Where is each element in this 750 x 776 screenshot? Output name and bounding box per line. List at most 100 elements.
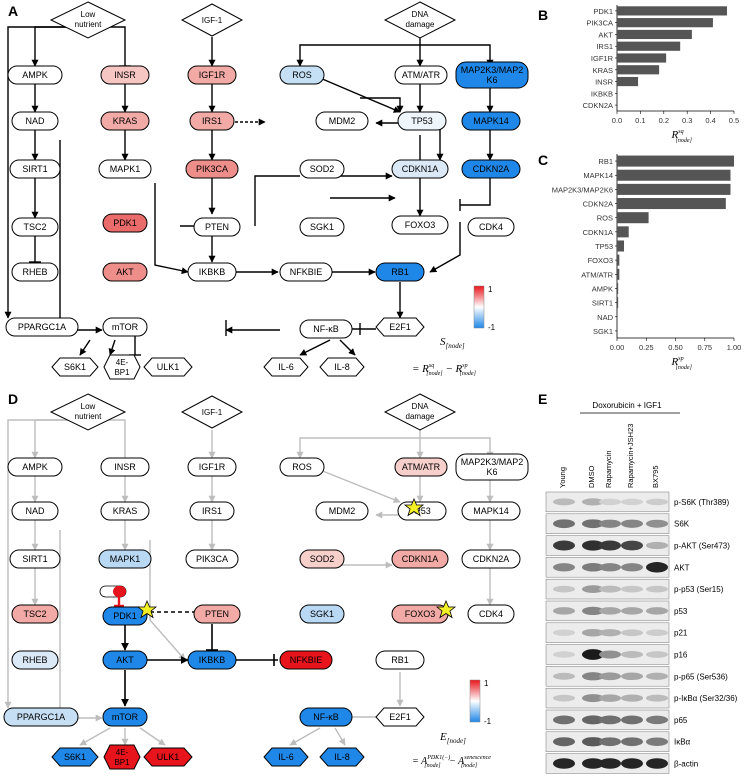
node-d-atm-atr-label: ATM/ATR	[402, 462, 441, 472]
node-d-nfkbie-label: NFKBIE	[290, 655, 323, 665]
tick-label: CDKN2A	[583, 101, 613, 110]
node-d-map2k3-line2: K6	[486, 467, 497, 477]
node-sod2	[299, 159, 345, 179]
node-nad-label: NAD	[25, 116, 45, 126]
blot-band	[646, 651, 668, 658]
node-sod2-label: SOD2	[310, 164, 335, 174]
node-d-sirt1	[9, 549, 61, 569]
node-sirt1	[9, 159, 61, 179]
blot-band	[553, 519, 575, 529]
blot-band	[621, 585, 643, 593]
blot-band	[646, 541, 668, 550]
protein-label: p16	[674, 651, 688, 660]
blot-band	[621, 672, 643, 681]
blot-band	[621, 629, 643, 637]
blot-band	[646, 607, 668, 615]
node-d-4ebp1-line2: BP1	[114, 758, 130, 767]
blot-band	[553, 540, 575, 551]
tick-label: MAP2K3/MAP2K6	[552, 185, 613, 194]
tick-label: CDKN2A	[583, 200, 613, 209]
tick-label: CDKN1A	[583, 228, 613, 237]
legend-d-title: E[node]	[439, 731, 466, 745]
network-d-nodes: Low nutrient IGF-1 DNA damage AMPK INSR …	[3, 393, 529, 770]
node-il6	[263, 357, 309, 377]
node-mapk14-label: MAPK14	[473, 116, 509, 126]
protein-label: p-S6K (Thr389)	[674, 498, 729, 507]
node-ikbkb-label: IKBKB	[199, 267, 226, 277]
blot-band	[553, 563, 575, 572]
node-d-cdkn1a	[391, 549, 449, 569]
node-d-cdkn2a	[461, 549, 521, 569]
node-d-rb1	[375, 650, 425, 670]
tick-label: 0.2	[659, 116, 669, 125]
legend-d-equation: = APDK1(−)[node] − Asenescence[node]	[412, 754, 491, 769]
bar	[617, 297, 619, 309]
node-d-pten	[193, 604, 241, 624]
input-dna-damage-line1: DNA	[412, 10, 430, 19]
node-foxo3-label: FOXO3	[405, 220, 436, 230]
node-sirt1-label: SIRT1	[22, 164, 47, 174]
node-atm-atr	[394, 65, 448, 85]
node-d-mtor	[102, 707, 148, 727]
node-d-nad	[11, 501, 59, 521]
blot-band	[582, 694, 604, 703]
input-igf1-label: IGF-1	[202, 16, 223, 25]
input-low-nutrient-line1: Low	[81, 10, 96, 19]
node-tp53-label: TP53	[411, 116, 433, 126]
tick-label: 0.1	[635, 116, 645, 125]
blot-band	[553, 694, 575, 702]
node-nad	[11, 111, 59, 131]
node-akt	[102, 262, 148, 282]
panel-a: A	[4, 1, 529, 380]
protein-label: β-actin	[674, 760, 698, 769]
node-d-sgk1	[299, 604, 345, 624]
node-d-il6-label: IL-6	[278, 752, 294, 762]
blot-band	[646, 758, 668, 769]
node-d-4ebp1	[103, 744, 141, 770]
tick-label: 0.25	[639, 343, 654, 352]
blot-band	[599, 758, 621, 769]
blot-band	[553, 629, 575, 636]
node-d-tp53-label: TP53	[409, 506, 431, 516]
lane-label: Young	[558, 467, 567, 488]
node-pten-label: PTEN	[205, 222, 229, 232]
node-ulk1	[143, 357, 193, 377]
blot-band	[621, 651, 643, 658]
node-d-insr-label: INSR	[114, 462, 136, 472]
tick-label: IKBKB	[591, 89, 613, 98]
node-nfkb	[299, 319, 353, 339]
node-d-ros-label: ROS	[292, 462, 312, 472]
blot-band	[621, 737, 643, 747]
blot-band	[599, 498, 621, 506]
node-rb1-label: RB1	[391, 267, 409, 277]
node-ros	[279, 65, 325, 85]
input-dna-damage-d: DNA damage	[383, 393, 457, 431]
node-il8	[319, 357, 365, 377]
node-s6k1	[51, 357, 99, 377]
input-igf1: IGF-1	[180, 3, 244, 37]
tick-label: 0.0	[612, 116, 622, 125]
node-e2f1	[375, 317, 425, 337]
node-d-mapk14-label: MAPK14	[473, 506, 509, 516]
star-icon	[435, 599, 457, 619]
x-axis-label: Rsp[node]	[671, 356, 693, 371]
chart-c: RB1MAPK14MAP2K3/MAP2K6CDKN2AROSCDKN1ATP5…	[552, 154, 741, 371]
star-icon	[403, 497, 425, 517]
blot-band	[599, 715, 621, 725]
node-d-ampk	[7, 457, 63, 477]
blot-band	[599, 540, 621, 551]
node-d-s6k1-label: S6K1	[64, 752, 86, 762]
node-d-mapk1-label: MAPK1	[110, 554, 141, 564]
panel-e-label: E	[538, 391, 547, 407]
blot-band	[553, 498, 575, 506]
blot-band	[582, 498, 604, 506]
node-ppargc1a-label: PPARGC1A	[18, 322, 66, 332]
blot-band	[646, 585, 668, 593]
node-d-nfkb	[299, 707, 353, 727]
node-kras-label: KRAS	[113, 116, 138, 126]
node-d-ampk-label: AMPK	[22, 462, 48, 472]
node-atm-atr-label: ATM/ATR	[402, 70, 441, 80]
tick-label: RB1	[598, 157, 613, 166]
tick-label: FOXO3	[588, 256, 613, 265]
